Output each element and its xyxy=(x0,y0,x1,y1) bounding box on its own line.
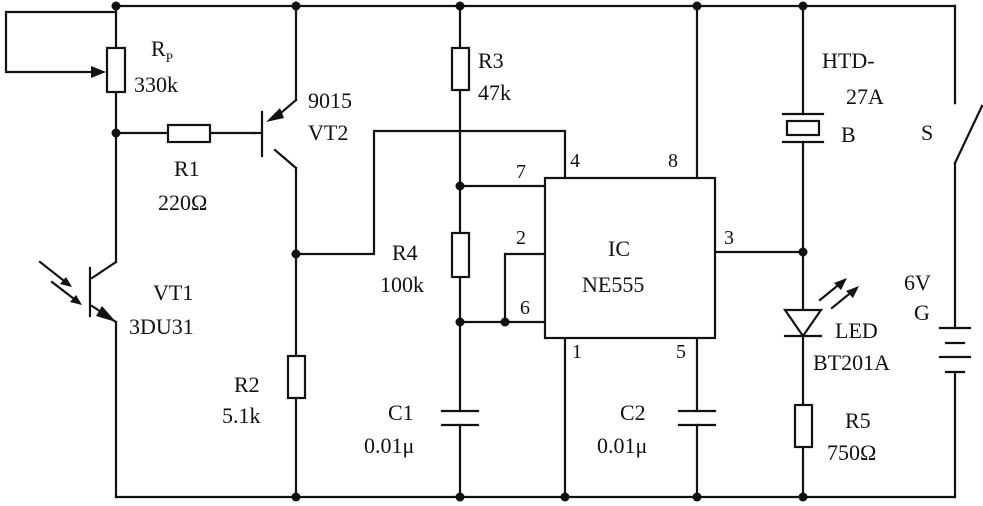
pin-3-label: 3 xyxy=(724,227,734,249)
c1-name-label: C1 xyxy=(388,400,414,425)
buzzer-b xyxy=(781,112,825,152)
r5-value-label: 750Ω xyxy=(827,440,876,465)
resistor-r1 xyxy=(166,123,212,144)
vt1-name-label: VT1 xyxy=(153,280,193,305)
vt1-type-label: 3DU31 xyxy=(129,314,194,339)
ic-ne555 xyxy=(543,176,717,340)
pin-1-label: 1 xyxy=(572,341,582,363)
resistor-r2 xyxy=(286,354,307,400)
battery-voltage-label: 6V xyxy=(904,270,931,295)
junction-dot xyxy=(291,1,301,11)
battery-name-label: G xyxy=(914,300,930,325)
c2-value-label: 0.01μ xyxy=(597,433,647,458)
transistor-vt2 xyxy=(260,108,284,158)
vt2-name-label: VT2 xyxy=(308,120,348,145)
junction-dot xyxy=(111,128,121,138)
light-arrows-icon xyxy=(38,260,82,305)
pin-2-label: 2 xyxy=(516,227,526,249)
r1-name-label: R1 xyxy=(174,156,200,181)
c2-name-label: C2 xyxy=(620,400,646,425)
capacitor-c2 xyxy=(677,409,717,427)
r2-value-label: 5.1k xyxy=(222,403,261,428)
junction-dot xyxy=(455,181,465,191)
rp-label: RP xyxy=(151,36,173,65)
ic-name-label: IC xyxy=(608,236,630,261)
junction-dot xyxy=(500,317,510,327)
junction-dot xyxy=(291,249,301,259)
r4-name-label: R4 xyxy=(392,240,418,265)
junction-dots xyxy=(111,1,808,502)
junction-dot xyxy=(692,1,702,11)
pin-6-label: 6 xyxy=(520,297,530,319)
junction-dot xyxy=(455,1,465,11)
ic-type-label: NE555 xyxy=(582,272,644,297)
r4-value-label: 100k xyxy=(380,272,424,297)
resistor-r4 xyxy=(450,231,471,279)
r5-name-label: R5 xyxy=(845,408,871,433)
led xyxy=(782,278,859,338)
junction-dot xyxy=(560,492,570,502)
buzzer-type-label: HTD- xyxy=(822,48,875,73)
battery-g xyxy=(938,326,972,374)
junction-dot xyxy=(798,247,808,257)
resistor-r5 xyxy=(793,403,814,449)
switch-name-label: S xyxy=(921,120,933,145)
r3-name-label: R3 xyxy=(478,48,504,73)
led-type-label: BT201A xyxy=(813,350,890,375)
r2-name-label: R2 xyxy=(234,372,260,397)
c1-value-label: 0.01μ xyxy=(364,433,414,458)
junction-dot xyxy=(692,492,702,502)
phototransistor-vt1 xyxy=(38,260,116,322)
resistor-r3 xyxy=(450,46,471,92)
led-name-label: LED xyxy=(835,318,878,343)
pin-4-label: 4 xyxy=(570,150,580,172)
junction-dot xyxy=(798,492,808,502)
junction-dot xyxy=(291,492,301,502)
buzzer-name-label: B xyxy=(841,122,856,147)
r1-value-label: 220Ω xyxy=(158,190,207,215)
junction-dot xyxy=(798,1,808,11)
capacitor-c1 xyxy=(440,409,480,427)
pin-7-label: 7 xyxy=(516,161,526,183)
vt2-type-label: 9015 xyxy=(308,88,352,113)
potentiometer-rp xyxy=(91,46,127,94)
pin-8-label: 8 xyxy=(668,150,678,172)
light-emission-arrows-icon xyxy=(818,278,859,310)
buzzer-type-label-2: 27A xyxy=(846,84,884,109)
pin-5-label: 5 xyxy=(676,341,686,363)
junction-dot xyxy=(111,1,121,11)
switch-s xyxy=(953,101,983,165)
rp-value: 330k xyxy=(134,72,178,97)
junction-dot xyxy=(455,317,465,327)
r3-value-label: 47k xyxy=(478,80,511,105)
junction-dot xyxy=(455,492,465,502)
